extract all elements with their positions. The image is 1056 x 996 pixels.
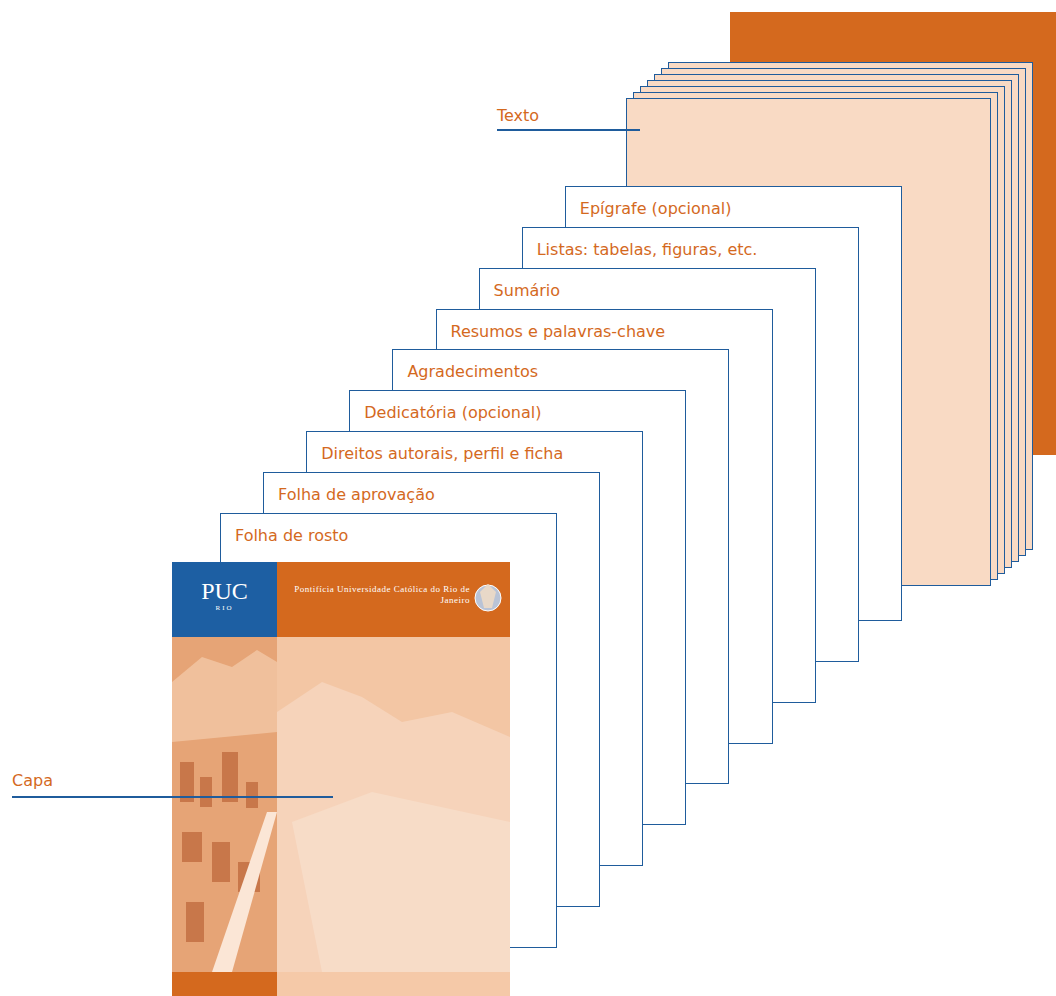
page-title: Agradecimentos [407,362,538,381]
callout-label: Capa [12,771,53,790]
cover-photo [172,562,510,996]
callout-label: Texto [497,106,539,125]
page-title: Direitos autorais, perfil e ficha [321,444,563,463]
leader-line [172,796,333,798]
leader-line [497,129,640,131]
page-title: Sumário [494,281,561,300]
logo-text: PUC [172,578,277,604]
page-title: Epígrafe (opcional) [580,199,732,218]
page-title: Folha de rosto [235,526,348,545]
page-title: Dedicatória (opcional) [364,403,541,422]
page-title: Listas: tabelas, figuras, etc. [537,240,758,259]
university-name: Pontifícia Universidade Católica do Rio … [289,584,470,607]
cover-page: PUCRIO Pontifícia Universidade Católica d… [172,562,510,996]
logo-subtext: RIO [172,604,277,612]
page-title: Folha de aprovação [278,485,435,504]
page-title: Resumos e palavras-chave [451,322,666,341]
leader-line [12,796,172,798]
